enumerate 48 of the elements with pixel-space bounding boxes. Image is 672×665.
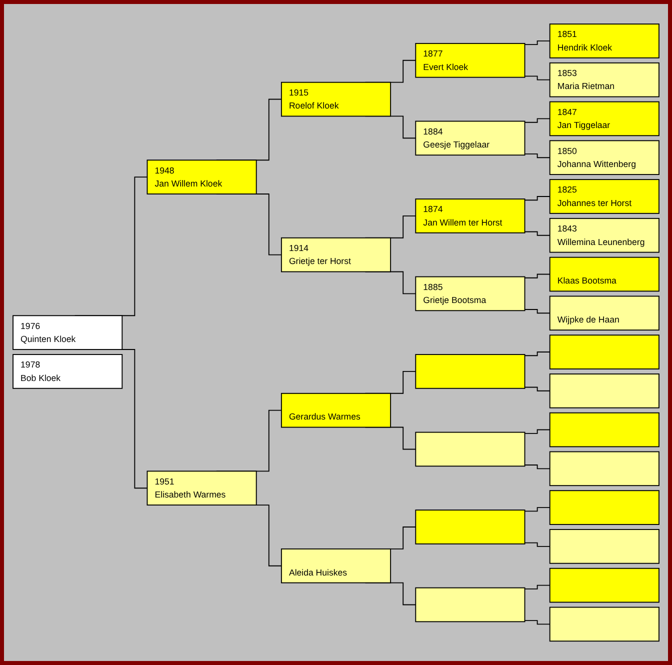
node-box <box>549 606 660 642</box>
connector <box>524 507 550 512</box>
node-box <box>415 432 526 467</box>
connector <box>524 308 550 314</box>
node-box <box>549 373 660 408</box>
connector <box>524 584 550 590</box>
connector <box>524 429 550 434</box>
node-box: 1885 Grietje Bootsma <box>415 276 526 312</box>
node-box: 1847 Jan Tiggelaar <box>549 101 660 136</box>
connector <box>524 40 550 45</box>
node-box: 1850 Johanna Wittenberg <box>549 140 660 175</box>
node-box <box>549 528 660 564</box>
connector <box>524 464 550 470</box>
node-box <box>415 354 526 389</box>
connector <box>524 386 550 392</box>
node-box: 1877 Evert Kloek <box>415 42 526 78</box>
node-box <box>549 412 660 448</box>
node-box: Klaas Bootsma <box>549 256 660 292</box>
node-box: 1915 Roelof Kloek <box>280 82 392 117</box>
node-box <box>549 568 660 603</box>
node-box: 1851 Hendrik Kloek <box>549 23 660 58</box>
node-box <box>549 451 660 486</box>
node-box: 1825 Johannes ter Horst <box>549 179 660 214</box>
node-box: Wijpke de Haan <box>549 296 660 330</box>
node-box: 1853 Maria Rietman <box>549 62 660 98</box>
node-box: Aleida Huiskes <box>280 548 392 584</box>
node-box: 1884 Geesje Tiggelaar <box>415 120 526 156</box>
node-box: 1976 Quinten Kloek <box>12 315 123 350</box>
node-box: 1914 Grietje ter Horst <box>280 237 392 272</box>
connector <box>524 118 550 123</box>
node-box <box>549 490 660 525</box>
connector <box>524 542 550 547</box>
node-box: 1874 Jan Willem ter Horst <box>415 198 526 234</box>
connector <box>524 196 550 200</box>
node-box <box>415 510 526 544</box>
connector <box>524 620 550 625</box>
connector <box>524 351 550 356</box>
node-box: 1843 Willemina Leunenberg <box>549 218 660 253</box>
node-box: Gerardus Warmes <box>280 392 392 428</box>
node-box: 1978 Bob Kloek <box>12 354 123 389</box>
connector <box>524 153 550 158</box>
connector <box>524 76 550 80</box>
node-box: 1948 Jan Willem Kloek <box>146 160 257 194</box>
connector <box>524 274 550 278</box>
connector <box>524 231 550 236</box>
node-box: 1951 Elisabeth Warmes <box>146 470 257 506</box>
node-box <box>549 334 660 370</box>
node-box <box>415 587 526 622</box>
